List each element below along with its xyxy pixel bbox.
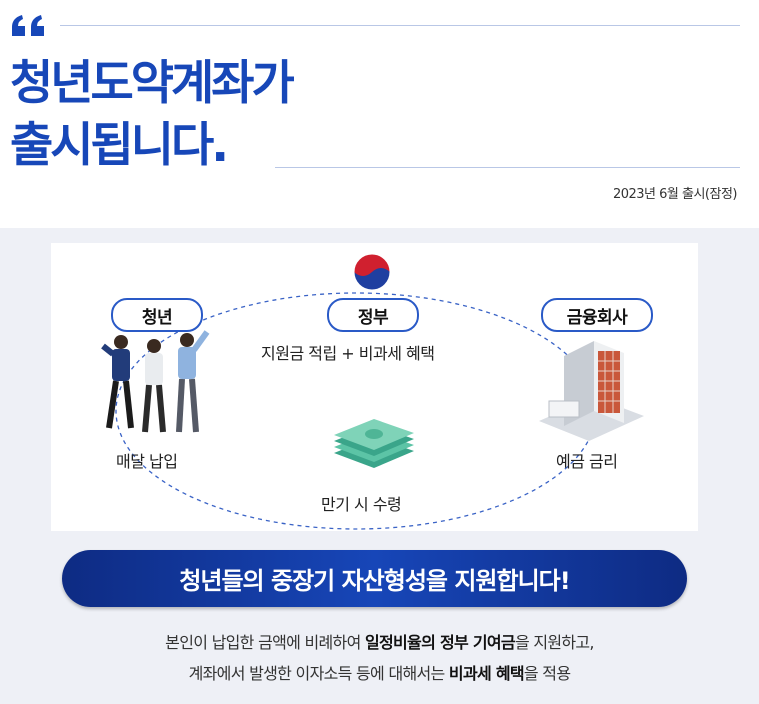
- government-emblem-icon: [353, 253, 391, 291]
- description-line2-a: 계좌에서 발생한 이자소득 등에 대해서는: [188, 664, 449, 683]
- description-line1-a: 본인이 납입한 금액에 비례하여: [165, 633, 365, 652]
- youth-caption: 매달 납입: [116, 452, 178, 471]
- building-icon: [539, 341, 644, 441]
- description-line1: 본인이 납입한 금액에 비례하여 일정비율의 정부 기여금을 지원하고,: [0, 629, 759, 653]
- quote-mark-icon: [12, 15, 44, 36]
- description-line2: 계좌에서 발생한 이자소득 등에 대해서는 비과세 혜택을 적용: [0, 660, 759, 684]
- description-line2-emphasis: 비과세 혜택: [448, 664, 525, 683]
- money-caption: 만기 시 수령: [321, 495, 402, 514]
- youth-pill: 청년: [111, 298, 203, 332]
- finance-pill: 금융회사: [541, 298, 653, 332]
- title-rule: [275, 167, 740, 168]
- description-line1-emphasis: 일정비율의 정부 기여금: [364, 633, 516, 652]
- money-stack-icon: [334, 419, 414, 468]
- government-pill: 정부: [327, 298, 419, 332]
- government-caption: 지원금 적립 + 비과세 혜택: [261, 344, 435, 363]
- description-line2-c: 을 적용: [523, 664, 571, 683]
- release-note: 2023년 6월 출시(잠정): [612, 187, 738, 202]
- description-line1-c: 을 지원하고,: [514, 633, 595, 652]
- header-section: 청년도약계좌가 출시됩니다. 2023년 6월 출시(잠정): [0, 0, 759, 222]
- finance-caption: 예금 금리: [556, 452, 618, 471]
- youth-people-icon: [101, 330, 210, 433]
- page-title-line1: 청년도약계좌가: [10, 56, 295, 111]
- top-rule: [60, 25, 740, 26]
- support-banner: 청년들의 중장기 자산형성을 지원합니다!: [62, 550, 687, 607]
- diagram-card: 청년 정부 금융회사 지원금 적립 + 비과세 혜택: [51, 243, 698, 531]
- page-title-line2: 출시됩니다.: [10, 118, 229, 173]
